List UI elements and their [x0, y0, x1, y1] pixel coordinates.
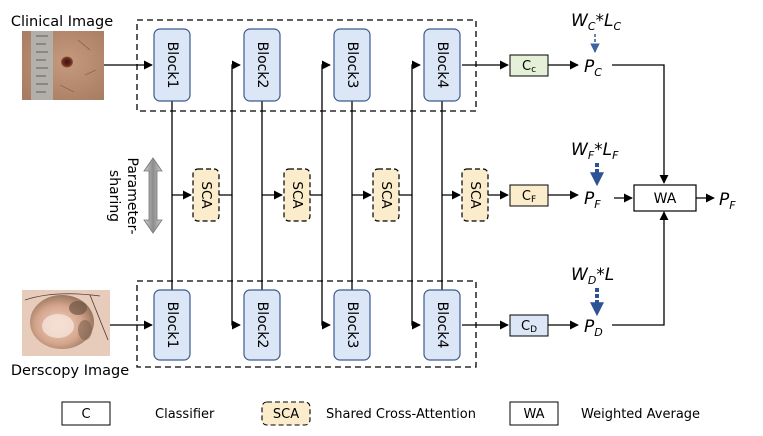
weight-clinical: WC*LC [571, 11, 621, 33]
clinical-block-1-label: Block1 [164, 42, 180, 89]
parameter-sharing-label-line1: Parameter- [124, 158, 140, 235]
dermoscopy-encoder-frame [136, 280, 477, 368]
sca-module-1: SCA [192, 168, 220, 222]
output-pf: PF [584, 189, 601, 211]
legend-sca-text: Shared Cross-Attention [326, 407, 476, 422]
legend-wa-text: Weighted Average [581, 407, 700, 422]
clinical-image [22, 31, 104, 100]
dermoscopy-image [22, 290, 110, 356]
clinical-image-label: Clinical Image [11, 14, 113, 30]
classifier-clinical: Cc [509, 54, 549, 77]
clinical-block-2-label: Block2 [254, 42, 270, 89]
dermoscopy-block-4: Block4 [423, 289, 461, 361]
legend-classifier-box-label: C [81, 407, 90, 422]
legend-classifier-box [61, 401, 111, 426]
connection-lines [104, 60, 715, 330]
clinical-block-4: Block4 [423, 28, 461, 102]
sca-module-3: SCA [372, 168, 400, 222]
classifier-dermoscopy: CD [509, 314, 549, 337]
clinical-block-3: Block3 [333, 28, 371, 102]
weighted-average-label: WA [654, 191, 677, 207]
svg-text:CF: CF [522, 189, 536, 205]
clinical-block-1: Block1 [153, 28, 191, 102]
classifier-clinical-main: C [522, 59, 531, 74]
sca-modules: SCA SCA SCA SCA [192, 168, 489, 222]
dermoscopy-block-4-label: Block4 [434, 302, 450, 349]
legend-classifier-text: Classifier [155, 407, 215, 422]
dermoscopy-block-2-label: Block2 [254, 302, 270, 349]
classifier-fusion-main: C [522, 189, 531, 204]
clinical-blocks: Block1 Block2 Block3 Block4 [153, 28, 461, 102]
svg-text:CD: CD [521, 319, 537, 335]
legend-sca-box-label: SCA [273, 407, 299, 422]
classifier-dermoscopy-sub: D [530, 325, 537, 335]
sca-module-3-label: SCA [378, 181, 394, 209]
clinical-block-3-label: Block3 [344, 42, 360, 89]
sca-module-2-label: SCA [289, 181, 305, 209]
output-pc: PC [584, 57, 602, 79]
legend-wa-box [509, 401, 559, 426]
sca-module-1-label: SCA [198, 181, 214, 209]
output-pd: PD [584, 317, 603, 339]
clinical-block-4-label: Block4 [434, 42, 450, 89]
dermoscopy-block-2: Block2 [243, 289, 281, 361]
parameter-sharing-label-line2: sharing [106, 170, 122, 222]
dermoscopy-block-3-label: Block3 [344, 302, 360, 349]
legend-sca-box [261, 401, 311, 426]
dermoscopy-block-1-label: Block1 [164, 302, 180, 349]
classifier-clinical-sub: c [531, 65, 536, 75]
weight-dermoscopy: WD*L [571, 265, 614, 287]
sca-module-4-label: SCA [467, 181, 483, 209]
parameter-sharing-arrow-icon [143, 157, 163, 234]
classifier-fusion: CF [509, 184, 549, 207]
sca-module-2: SCA [283, 168, 311, 222]
legend: C Classifier SCA Shared Cross-Attention … [61, 401, 700, 426]
dermoscopy-block-3: Block3 [333, 289, 371, 361]
weight-fusion: WF*LF [571, 140, 619, 162]
dermoscopy-image-label: Derscopy Image [11, 363, 129, 379]
svg-text:Cc: Cc [522, 59, 536, 75]
classifier-dermoscopy-main: C [521, 319, 530, 334]
weighted-average-box: WA [633, 184, 697, 212]
legend-wa-box-label: WA [523, 407, 544, 422]
classifier-fusion-sub: F [531, 195, 536, 205]
sca-module-4: SCA [461, 168, 489, 222]
dermoscopy-block-1: Block1 [153, 289, 191, 361]
final-output-pf: PF [719, 190, 736, 212]
clinical-block-2: Block2 [243, 28, 281, 102]
dermoscopy-blocks: Block1 Block2 Block3 Block4 [153, 289, 461, 361]
